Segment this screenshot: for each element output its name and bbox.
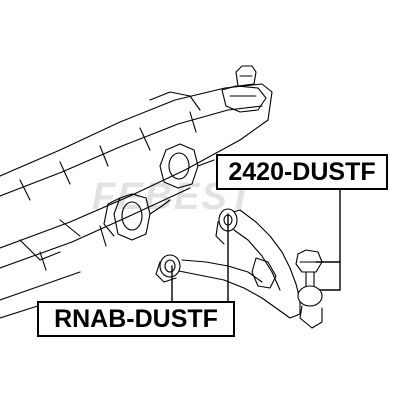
- frame-crossmember: [0, 83, 273, 319]
- arm-bushing-rear: [155, 254, 181, 283]
- frame-top-mount: [221, 65, 267, 113]
- leader-lines: [171, 189, 341, 303]
- part-label-top: 2420-DUSTF: [216, 154, 388, 190]
- part-label-bottom: RNAB-DUSTF: [37, 301, 235, 337]
- leader-line-ball-joint: [319, 189, 341, 291]
- lower-control-arm: [171, 209, 301, 319]
- ball-joint: [295, 249, 323, 329]
- frame-bracket-left: [103, 193, 171, 241]
- frame-bracket-middle: [159, 143, 215, 189]
